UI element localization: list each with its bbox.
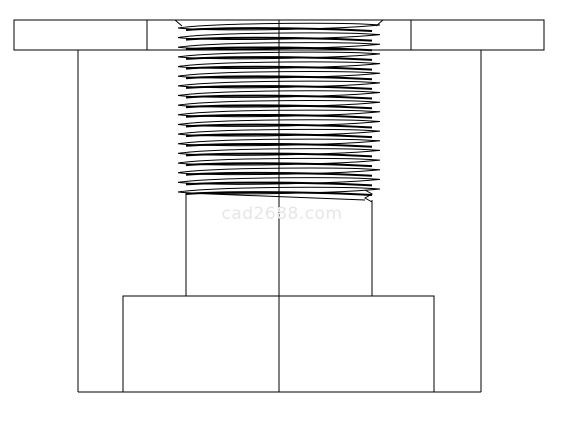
thread-turn — [177, 61, 381, 69]
thread-root — [185, 171, 373, 177]
thread-root — [185, 142, 373, 148]
chamfer-left — [174, 19, 183, 27]
thread-root — [185, 56, 373, 61]
shank-top-edge — [185, 192, 366, 201]
thread-turn — [177, 167, 381, 176]
thread-root — [185, 162, 373, 168]
thread-root — [185, 85, 373, 90]
thread-root — [185, 27, 373, 32]
thread-turn — [177, 128, 381, 137]
thread-root — [185, 94, 373, 100]
thread-turn — [177, 32, 381, 40]
thread-root — [185, 133, 373, 139]
thread-turn — [177, 109, 381, 118]
thread-root — [185, 113, 373, 119]
watermark-text: cad2688.com — [221, 204, 342, 224]
thread-root — [185, 123, 373, 129]
thread-turn — [177, 177, 381, 185]
thread-turn — [177, 42, 381, 50]
thread-root — [185, 75, 373, 81]
thread-turn — [177, 138, 381, 147]
thread-turn — [177, 148, 381, 156]
bolt-shank — [185, 189, 374, 296]
thread-root — [185, 104, 373, 110]
thread-turn — [177, 90, 381, 98]
thread-root — [185, 46, 373, 52]
thread-root — [185, 191, 373, 196]
thread-root — [185, 152, 373, 158]
thread-runout — [363, 189, 374, 203]
thread-turn — [177, 80, 381, 89]
thread-turn — [177, 51, 381, 60]
thread-section — [177, 22, 381, 196]
thread-turn — [177, 71, 381, 79]
thread-turn — [177, 157, 381, 166]
thread-turn — [177, 22, 381, 31]
thread-turn — [177, 100, 381, 108]
thread-turn — [177, 119, 381, 127]
thread-turn — [177, 186, 381, 195]
thread-root — [185, 65, 373, 71]
thread-root — [185, 36, 373, 42]
thread-root — [185, 181, 373, 187]
